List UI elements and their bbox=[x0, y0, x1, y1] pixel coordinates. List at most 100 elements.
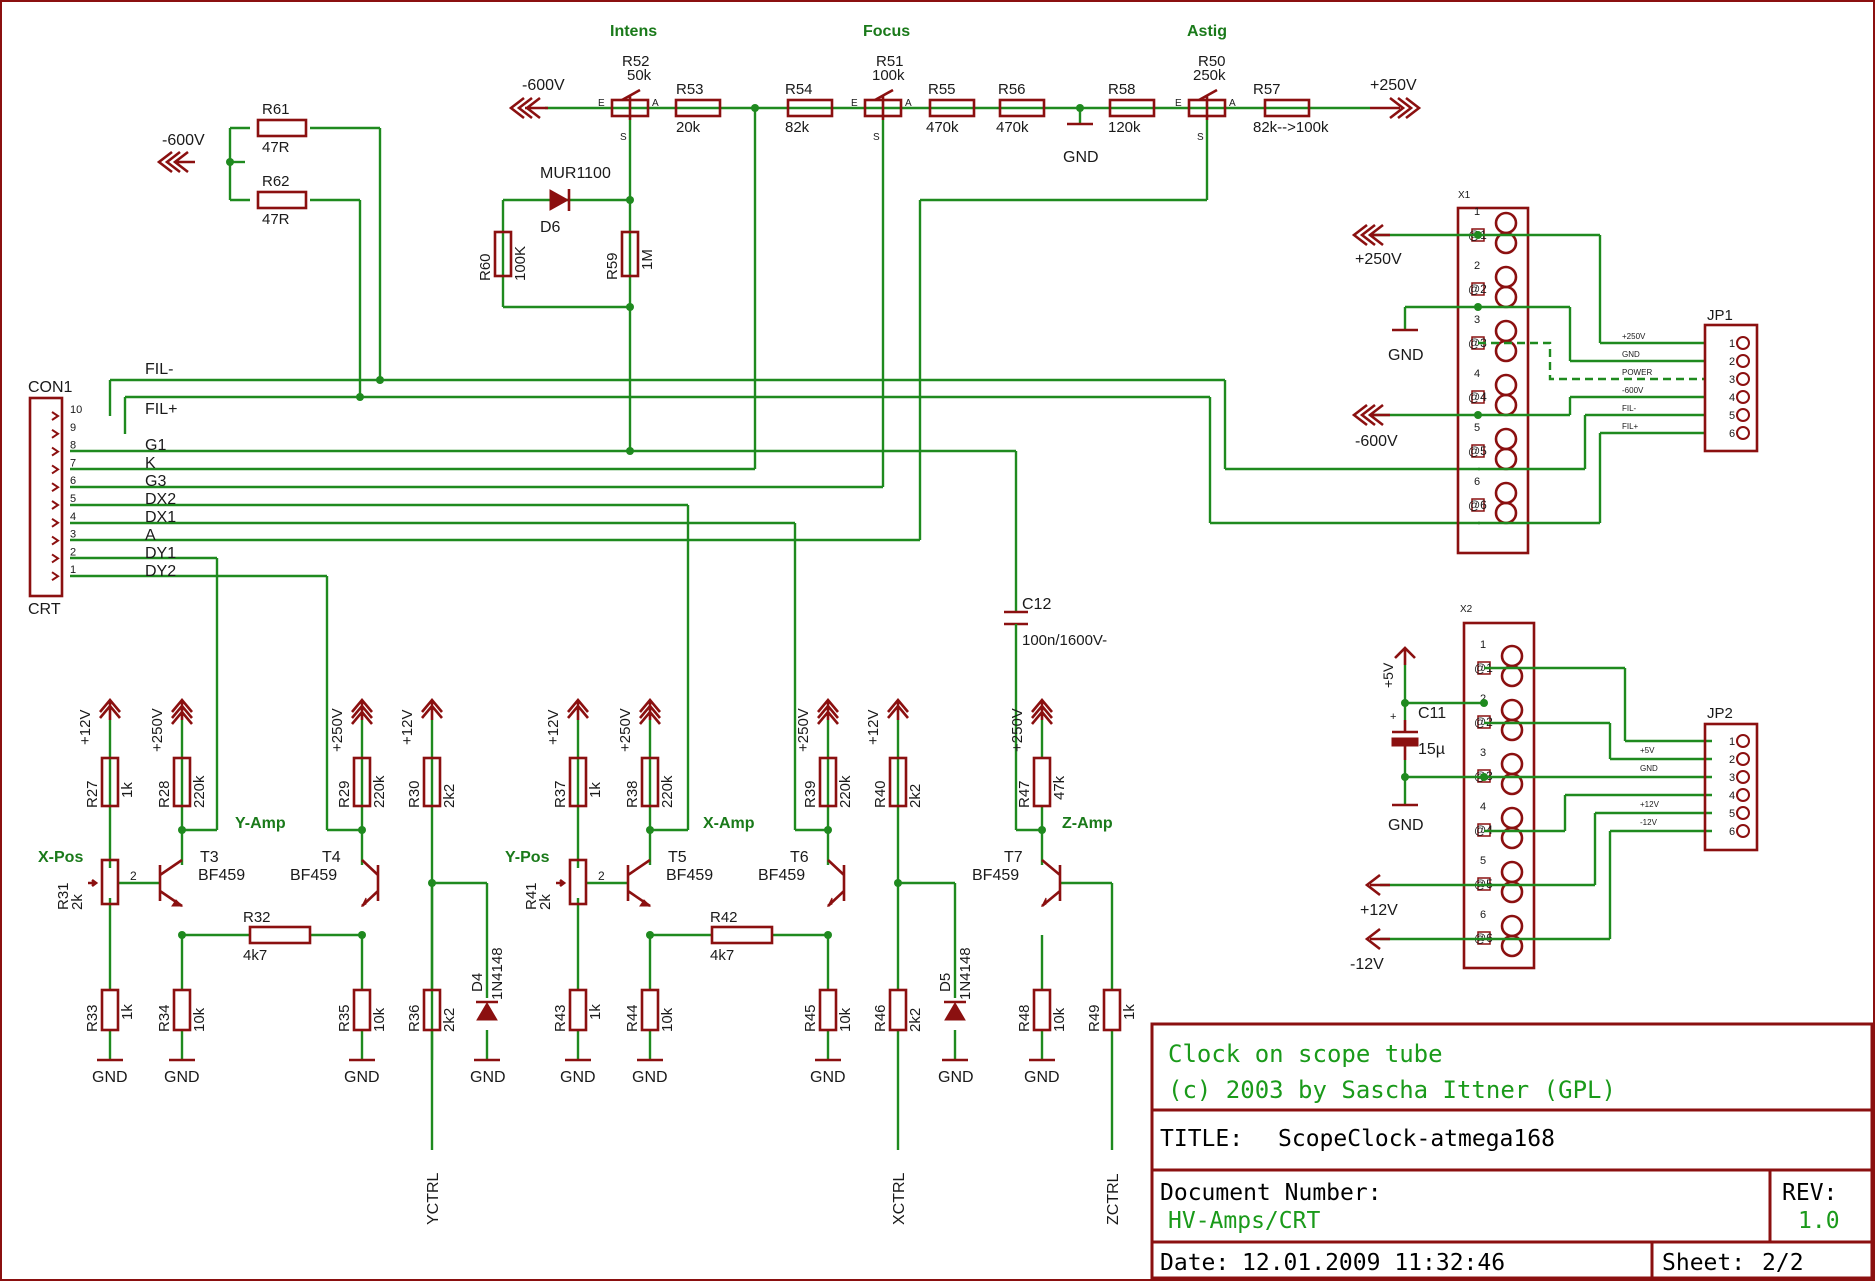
jp1-pin-number: 2 bbox=[1729, 356, 1735, 368]
r46-value: 2k2 bbox=[907, 1008, 924, 1032]
x-p12a-label: +12V bbox=[545, 710, 562, 745]
junction-dot bbox=[358, 931, 366, 939]
x1-pad-label: @6 bbox=[1468, 498, 1487, 512]
junction-dot bbox=[1076, 104, 1084, 112]
x2-pin-ring bbox=[1500, 860, 1524, 884]
t7-value: BF459 bbox=[972, 867, 1019, 884]
r40-value: 2k2 bbox=[907, 784, 924, 808]
r28-resistor bbox=[172, 756, 192, 808]
r35-resistor bbox=[352, 988, 372, 1032]
r38-name: R38 bbox=[624, 780, 641, 808]
neg12-arrow-x2 bbox=[1364, 927, 1390, 951]
r30-value: 2k2 bbox=[441, 784, 458, 808]
zctrl-label: ZCTRL bbox=[1105, 1173, 1122, 1225]
r31-name: R31 bbox=[55, 882, 72, 910]
r45-value: 10k bbox=[837, 1007, 854, 1032]
d6-part: MUR1100 bbox=[540, 165, 611, 182]
x2-pin-ring bbox=[1500, 698, 1524, 722]
pot-a-mark: A bbox=[1229, 98, 1236, 109]
x1-pin-ring bbox=[1494, 447, 1518, 471]
r51-wiper bbox=[874, 88, 894, 120]
x1-pin-ring bbox=[1494, 339, 1518, 363]
yctrl-label: YCTRL bbox=[425, 1172, 442, 1225]
crt-pin-number: 8 bbox=[70, 440, 76, 452]
r39-resistor bbox=[818, 756, 838, 808]
r43-name: R43 bbox=[552, 1004, 569, 1032]
d4-name: D4 bbox=[469, 973, 486, 992]
x-p12b-arrow bbox=[887, 697, 909, 720]
d5-value: 1N4148 bbox=[957, 947, 974, 1000]
r53-name: R53 bbox=[676, 81, 704, 98]
crt-pin-number: 1 bbox=[70, 564, 76, 576]
r42-resistor bbox=[710, 925, 774, 945]
r58-name: R58 bbox=[1108, 81, 1136, 98]
junction-dot bbox=[1401, 773, 1409, 781]
junction-dot bbox=[1474, 303, 1482, 311]
x1-name: X1 bbox=[1458, 190, 1471, 201]
t7-name: T7 bbox=[1004, 849, 1023, 866]
z-p250-label: +250V bbox=[1009, 708, 1026, 752]
d5-name: D5 bbox=[937, 973, 954, 992]
r60-resistor bbox=[493, 230, 513, 278]
r41-wiper bbox=[556, 878, 567, 888]
y-p12a-label: +12V bbox=[77, 710, 94, 745]
x-pos-label: X-Pos bbox=[38, 849, 83, 866]
x2-pad-label: @2 bbox=[1474, 715, 1493, 729]
pos12-arrow-x2 bbox=[1364, 873, 1390, 897]
sheet-label: Sheet: bbox=[1662, 1250, 1745, 1276]
y-amp-title: Y-Amp bbox=[235, 815, 286, 832]
r60-value: 100K bbox=[512, 246, 529, 281]
crt-sub: CRT bbox=[28, 601, 61, 618]
crt-pin-number: 4 bbox=[70, 511, 76, 523]
junction-dot bbox=[226, 158, 234, 166]
t6-name: T6 bbox=[790, 849, 809, 866]
r57-value: 82k-->100k bbox=[1253, 119, 1329, 136]
r55-value: 470k bbox=[926, 119, 959, 136]
sig-dy1: DY1 bbox=[145, 545, 176, 562]
r41-name: R41 bbox=[523, 882, 540, 910]
junction-dot bbox=[1474, 411, 1482, 419]
x-p250b-label: +250V bbox=[795, 708, 812, 752]
x2-wires bbox=[1380, 665, 1712, 941]
r52-value: 50k bbox=[627, 67, 652, 84]
jp2-pin-number: 4 bbox=[1729, 790, 1735, 802]
r37-value: 1k bbox=[587, 782, 604, 798]
r33-name: R33 bbox=[84, 1004, 101, 1032]
r31-potentiometer bbox=[100, 858, 120, 906]
x1-pad-label: @2 bbox=[1468, 282, 1487, 296]
r52-name: R52 bbox=[622, 53, 650, 70]
sig-dx2: DX2 bbox=[145, 491, 176, 508]
r33-value: 1k bbox=[119, 1004, 136, 1020]
r56-resistor bbox=[998, 98, 1046, 118]
x2-pos5-label: +5V bbox=[1380, 662, 1396, 688]
crt-pin-mark bbox=[51, 500, 60, 510]
r28-name: R28 bbox=[156, 780, 173, 808]
r34-resistor bbox=[172, 988, 192, 1032]
r27-resistor bbox=[100, 756, 120, 808]
pot-a-mark: A bbox=[905, 98, 912, 109]
crt-pin-number: 6 bbox=[70, 475, 76, 487]
x2-pin-ring bbox=[1500, 914, 1524, 938]
t7-transistor bbox=[1040, 859, 1062, 908]
jp2-pin-number: 2 bbox=[1729, 754, 1735, 766]
r51-value: 100k bbox=[872, 67, 905, 84]
x1-neg600-label: -600V bbox=[1355, 433, 1398, 450]
r32-value: 4k7 bbox=[243, 947, 267, 964]
r40-name: R40 bbox=[872, 780, 889, 808]
x2-pin-ring bbox=[1500, 806, 1524, 830]
c11-plate-bottom bbox=[1391, 737, 1419, 747]
pot-e-mark: E bbox=[1175, 98, 1182, 109]
jp2-net-label: +12V bbox=[1640, 800, 1660, 809]
y-p12b-label: +12V bbox=[399, 710, 416, 745]
x2-name: X2 bbox=[1460, 604, 1473, 615]
sig-a: A bbox=[145, 527, 156, 544]
r43-value: 1k bbox=[587, 1004, 604, 1020]
r27-name: R27 bbox=[84, 780, 101, 808]
title-line1: Clock on scope tube bbox=[1168, 1040, 1443, 1068]
crt-pin-number: 10 bbox=[70, 404, 82, 416]
r54-resistor bbox=[786, 98, 834, 118]
neg600-label-fil: -600V bbox=[162, 132, 205, 149]
jp1-net-label: +250V bbox=[1622, 332, 1646, 341]
junction-dot bbox=[646, 826, 654, 834]
